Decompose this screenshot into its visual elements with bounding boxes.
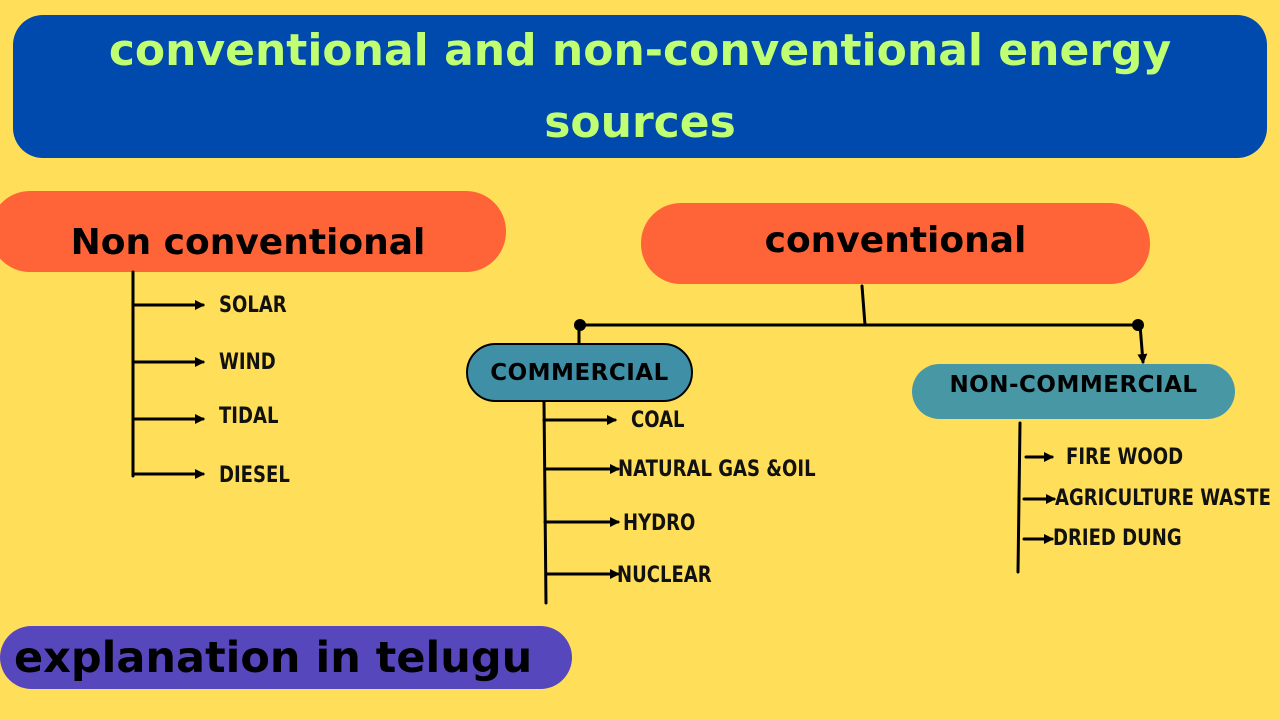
junction-dot-commercial	[574, 319, 586, 331]
conventional-node: conventional	[641, 203, 1150, 284]
non-commercial-label: NON-COMMERCIAL	[949, 371, 1198, 398]
item-hydro: HYDRO	[623, 511, 696, 536]
item-agriculture-waste: AGRICULTURE WASTE	[1055, 486, 1271, 511]
item-wind: WIND	[219, 350, 276, 375]
item-natural-gas-oil: NATURAL GAS &OIL	[618, 457, 816, 482]
commercial-node: COMMERCIAL	[466, 343, 693, 402]
conventional-label: conventional	[764, 220, 1027, 261]
non-commercial-node: NON-COMMERCIAL	[912, 364, 1235, 419]
title-banner: conventional and non-conventional energy…	[13, 15, 1267, 158]
item-dried-dung: DRIED DUNG	[1053, 526, 1182, 551]
commercial-label: COMMERCIAL	[490, 359, 669, 386]
item-nuclear: NUCLEAR	[617, 563, 712, 588]
junction-dot-non-commercial	[1132, 319, 1144, 331]
non-conventional-node: Non conventional	[0, 191, 506, 272]
item-tidal: TIDAL	[219, 404, 279, 429]
page-title: conventional and non-conventional energy…	[108, 24, 1172, 148]
item-coal: COAL	[631, 408, 685, 433]
commercial-trunk-line	[542, 400, 548, 605]
non-commercial-drop-arrow	[1137, 323, 1148, 364]
item-diesel: DIESEL	[219, 463, 290, 488]
item-solar: SOLAR	[219, 293, 287, 318]
non-conventional-label: Non conventional	[70, 222, 426, 263]
item-fire-wood: FIRE WOOD	[1066, 445, 1184, 470]
footer-text: explanation in telugu	[14, 632, 533, 683]
conventional-stem-line	[860, 284, 867, 327]
footer-banner: explanation in telugu	[0, 626, 572, 689]
non-commercial-trunk-line	[1016, 421, 1022, 574]
